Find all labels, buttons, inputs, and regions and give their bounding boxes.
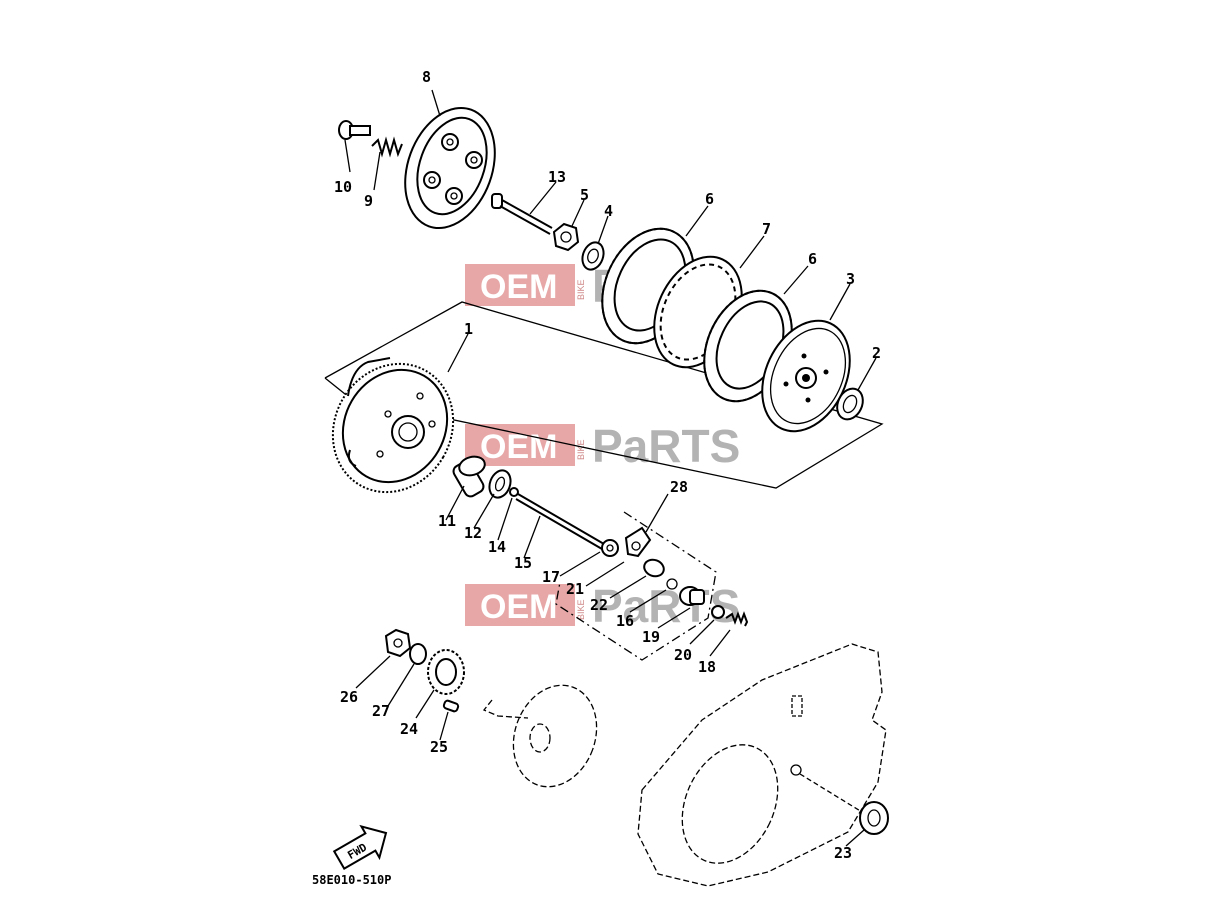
part-27-washer xyxy=(387,643,427,707)
callout-7: 7 xyxy=(762,220,771,238)
callout-4: 4 xyxy=(604,202,613,220)
callout-25: 25 xyxy=(430,738,448,756)
callout-5: 5 xyxy=(580,186,589,204)
part-5-nut xyxy=(552,199,585,252)
svg-text:BIKE: BIKE xyxy=(576,279,586,300)
crankshaft-reference xyxy=(482,684,598,788)
drawing-code: 58E010-510P xyxy=(312,873,391,887)
part-18-screw xyxy=(709,611,749,657)
callout-1: 1 xyxy=(464,320,473,338)
callout-6a: 6 xyxy=(705,190,714,208)
callout-20: 20 xyxy=(674,646,692,664)
callout-16: 16 xyxy=(616,612,634,630)
part-14-ball xyxy=(497,487,519,541)
part-28-kit-outline xyxy=(555,511,717,661)
callout-27: 27 xyxy=(372,702,390,720)
callout-24: 24 xyxy=(400,720,418,738)
callout-19: 19 xyxy=(642,628,660,646)
part-16-circlip xyxy=(629,578,678,613)
watermark-2: OEM BIKE PaRTS xyxy=(465,420,740,472)
callout-12: 12 xyxy=(464,524,482,542)
part-10-screw xyxy=(338,120,371,173)
part-2-washer xyxy=(836,357,877,421)
part-26-nut xyxy=(355,628,412,689)
part-11-push-lever xyxy=(445,455,486,521)
svg-text:OEM: OEM xyxy=(480,428,557,466)
part-21-lever xyxy=(585,526,652,587)
callout-2: 2 xyxy=(872,344,881,362)
callout-21: 21 xyxy=(566,580,584,598)
svg-text:BIKE: BIKE xyxy=(576,599,586,620)
callout-3: 3 xyxy=(846,270,855,288)
callout-14: 14 xyxy=(488,538,506,556)
svg-text:OEM: OEM xyxy=(480,268,557,306)
part-22-bearing xyxy=(609,558,665,599)
part-13-push-rod xyxy=(491,181,557,235)
callout-11: 11 xyxy=(438,512,456,530)
part-15-push-rod xyxy=(515,493,605,559)
callout-26: 26 xyxy=(340,688,358,706)
callout-23: 23 xyxy=(834,844,852,862)
part-17-nut xyxy=(559,539,619,577)
part-1-clutch-housing xyxy=(331,333,469,494)
callout-9: 9 xyxy=(364,192,373,210)
fwd-arrow-icon: FWD xyxy=(332,824,388,871)
part-20-nut xyxy=(689,605,725,645)
part-23-oil-seal xyxy=(845,801,889,847)
crankcase-cover-reference xyxy=(637,643,887,887)
part-3-clutch-boss xyxy=(761,283,851,433)
callout-10: 10 xyxy=(334,178,352,196)
svg-text:PaRTS: PaRTS xyxy=(592,420,740,472)
part-25-key xyxy=(439,699,460,741)
callout-15: 15 xyxy=(514,554,532,572)
part-4-washer xyxy=(581,215,609,271)
part-24-drive-gear xyxy=(415,649,465,719)
part-12-washer xyxy=(473,469,512,529)
callout-22: 22 xyxy=(590,596,608,614)
callout-8: 8 xyxy=(422,68,431,86)
svg-text:OEM: OEM xyxy=(480,588,557,626)
callout-6b: 6 xyxy=(808,250,817,268)
part-8-pressure-plate xyxy=(404,89,496,230)
callout-13: 13 xyxy=(548,168,566,186)
part-19-adjuster xyxy=(657,586,705,629)
callout-28: 28 xyxy=(670,478,688,496)
callout-18: 18 xyxy=(698,658,716,676)
callout-17: 17 xyxy=(542,568,560,586)
part-9-spring xyxy=(371,136,403,191)
svg-text:BIKE: BIKE xyxy=(576,439,586,460)
